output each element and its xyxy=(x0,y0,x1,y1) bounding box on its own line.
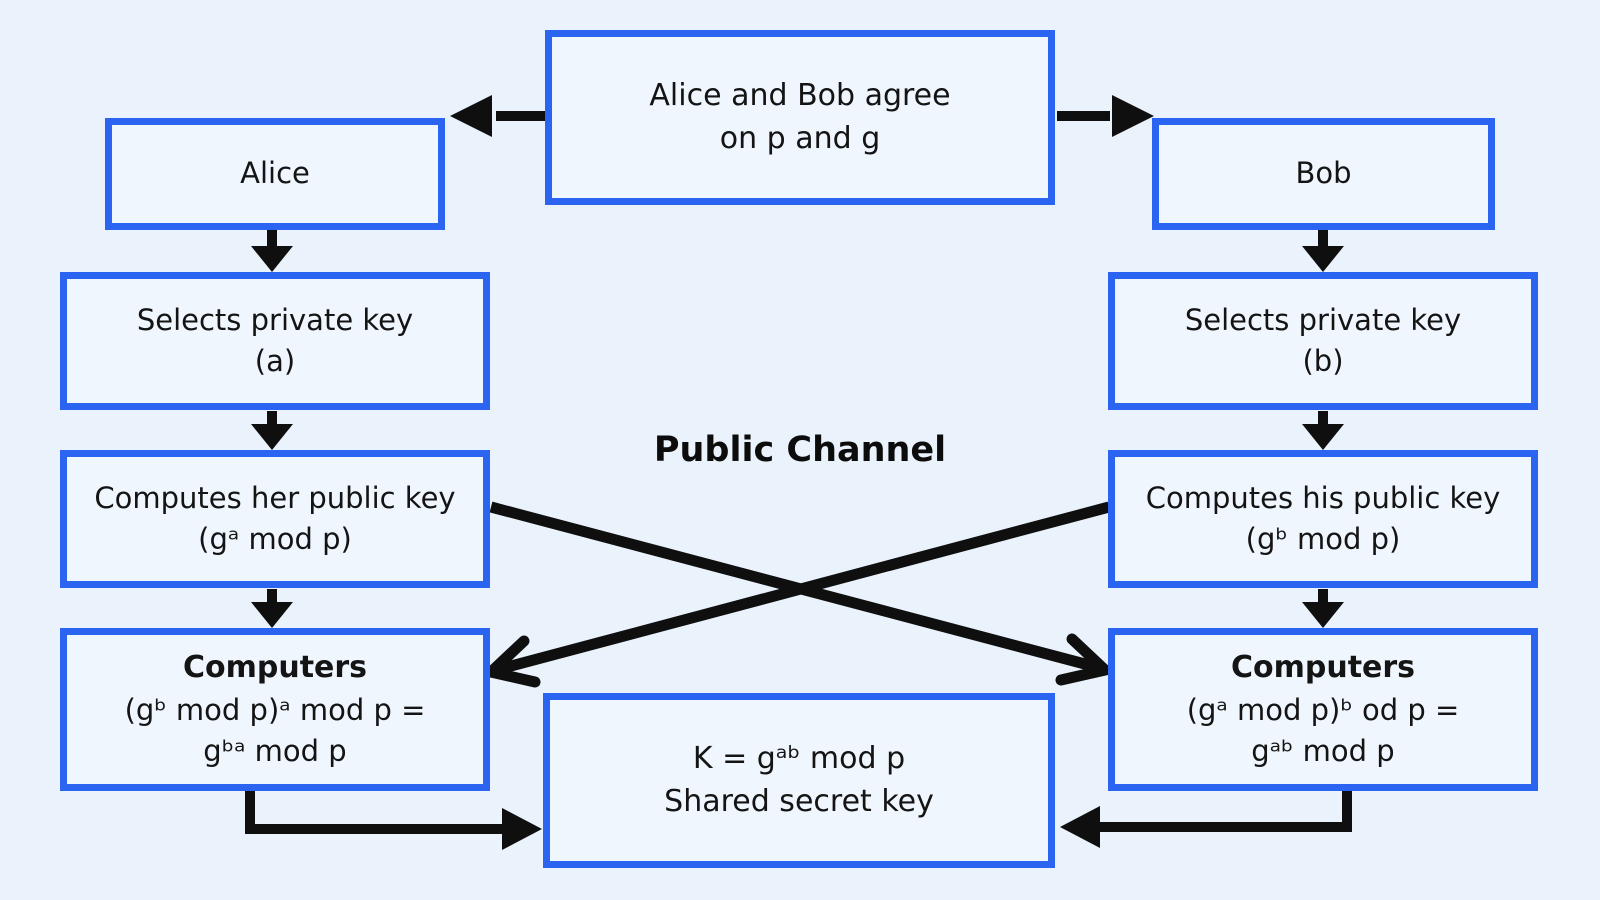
node-agree-line: Alice and Bob agree xyxy=(649,77,951,113)
arrow-private-a-to-public xyxy=(251,411,293,450)
node-line: Selects private key xyxy=(136,302,414,337)
arrow-alice-to-private xyxy=(251,229,293,272)
node-alice-public-key: Computes her public key (gᵃ mod p) xyxy=(60,450,490,588)
node-alice-label: Alice xyxy=(240,156,310,191)
node-line: (gᵃ mod p)ᵇ od p = xyxy=(1186,692,1460,727)
node-line: (gᵃ mod p) xyxy=(198,522,352,556)
node-shared-secret: K = gᵃᵇ mod p Shared secret key xyxy=(543,693,1055,868)
arrowhead-left-icon xyxy=(450,95,492,137)
node-alice-private-key: Selects private key (a) xyxy=(60,272,490,410)
arrowhead-down-icon xyxy=(1302,246,1344,272)
node-alice-shared-computation: Computers (gᵇ mod p)ᵃ mod p = gᵇᵃ mod p xyxy=(60,628,490,791)
node-line: K = gᵃᵇ mod p xyxy=(692,740,906,776)
arrowhead-down-icon xyxy=(1302,602,1344,628)
chevron-arrowhead-icon xyxy=(479,635,541,688)
node-bob-public-key: Computes his public key (gᵇ mod p) xyxy=(1108,450,1538,588)
arrowhead-down-icon xyxy=(251,602,293,628)
arrow-bob-to-private xyxy=(1302,229,1344,272)
arrowhead-right-icon xyxy=(502,808,542,850)
node-line: gᵇᵃ mod p xyxy=(203,733,347,768)
arrow-public-b-to-shared xyxy=(1302,589,1344,628)
node-bob-private-key: Selects private key (b) xyxy=(1108,272,1538,410)
node-line: Shared secret key xyxy=(664,783,934,819)
arrowhead-down-icon xyxy=(251,424,293,450)
node-bob-shared-computation: Computers (gᵃ mod p)ᵇ od p = gᵃᵇ mod p xyxy=(1108,628,1538,791)
node-agree-line: on p and g xyxy=(719,120,881,156)
arrowhead-down-icon xyxy=(1302,424,1344,450)
node-bob-label: Bob xyxy=(1295,156,1352,191)
arrowhead-right-icon xyxy=(1112,95,1154,137)
node-line: gᵃᵇ mod p xyxy=(1251,733,1395,768)
arrow-agree-to-bob xyxy=(1057,95,1154,137)
node-line: (gᵇ mod p)ᵃ mod p = xyxy=(124,692,426,727)
arrow-alice-shared-to-secret xyxy=(245,791,542,850)
node-line: Computes her public key xyxy=(94,480,456,515)
arrow-public-a-to-shared xyxy=(251,589,293,628)
arrowhead-left-icon xyxy=(1060,806,1100,848)
arrow-agree-to-alice xyxy=(450,95,545,137)
node-bob: Bob xyxy=(1152,118,1495,230)
node-line: (b) xyxy=(1302,344,1344,378)
node-line: Selects private key xyxy=(1184,302,1462,337)
arrow-private-b-to-public xyxy=(1302,411,1344,450)
node-line: (a) xyxy=(254,344,296,378)
node-title: Computers xyxy=(1230,650,1416,686)
public-channel-label: Public Channel xyxy=(653,430,947,470)
arrow-bob-shared-to-secret xyxy=(1060,791,1352,848)
node-line: (gᵇ mod p) xyxy=(1245,522,1401,556)
node-agree: Alice and Bob agree on p and g xyxy=(545,30,1055,205)
node-alice: Alice xyxy=(105,118,445,230)
node-line: Computes his public key xyxy=(1145,480,1501,515)
arrow-bob-public-to-alice-shared xyxy=(479,501,1111,688)
node-title: Computers xyxy=(182,650,368,686)
arrowhead-down-icon xyxy=(251,246,293,272)
chevron-arrowhead-icon xyxy=(1055,633,1117,686)
